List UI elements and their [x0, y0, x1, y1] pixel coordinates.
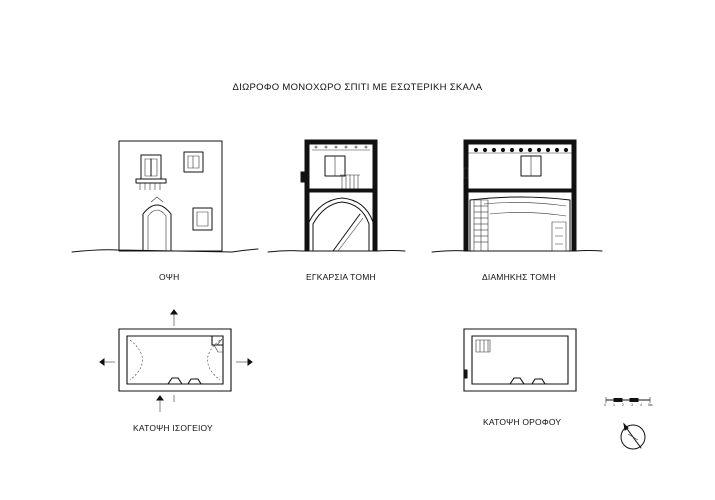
north-arrow-icon [621, 424, 645, 449]
cross-section-roof [305, 140, 377, 144]
ground-plan-label: ΚΑΤΟΨΗ ΙΣΟΓΕΙΟΥ [133, 423, 213, 433]
cross-section-left-wall [305, 140, 309, 251]
long-section-right-wall [572, 140, 576, 251]
long-section-drawing [432, 140, 602, 252]
upper-plan-inner-wall [472, 336, 568, 384]
upper-plan-label: ΚΑΤΟΨΗ ΟΡΟΦΟΥ [483, 417, 562, 427]
ground-plan-inner-wall [127, 336, 223, 384]
scale-bar-ticks: 0 1 2 3 4 5м [603, 403, 659, 411]
cross-section-railing [340, 175, 360, 189]
long-section-vault [470, 197, 570, 251]
cross-section-ground-line [268, 251, 405, 253]
scale-tick-2: 2 [622, 403, 624, 407]
cross-section-right-wall [373, 140, 377, 251]
long-section-roof [464, 140, 576, 144]
scale-tick-5: 5м [648, 403, 653, 407]
cross-section-label: ΕΓΚΑΡΣΙΑ ΤΟΜΗ [306, 272, 376, 282]
scale-bar [606, 397, 650, 403]
elevation-lower-window [193, 208, 212, 230]
ground-plan-vault-left [130, 340, 143, 380]
long-section-floor-slab [468, 189, 572, 192]
upper-plan-stair [476, 340, 490, 352]
long-section-beams [474, 148, 567, 151]
elevation-upper-right-window [184, 152, 203, 172]
cross-section-stair [333, 214, 360, 251]
ground-plan-outer-wall [119, 329, 231, 391]
ground-plan-door [168, 378, 182, 384]
ground-plan-vault-right [208, 340, 221, 380]
elevation-label: ΟΨΗ [159, 272, 180, 282]
upper-plan-window [510, 378, 524, 384]
long-section-label: ΔΙΑΜΗΚΗΣ ΤΟΜΗ [482, 272, 556, 282]
cross-section-arch [309, 198, 373, 251]
ground-plan-stair [212, 336, 223, 352]
scale-tick-4: 4 [640, 403, 642, 407]
long-section-left-wall [464, 140, 468, 251]
scale-tick-0: 0 [604, 403, 606, 407]
cross-section-floor-slab [309, 189, 373, 192]
scale-tick-1: 1 [613, 403, 615, 407]
elevation-balcony-slab [136, 179, 166, 183]
long-section-stair [474, 200, 488, 251]
elevation-drawing [72, 141, 258, 252]
section-arrow-icon [100, 310, 252, 412]
sheet-title: ΔΙΩΡΟΦΟ ΜΟΝΟΧΩΡΟ ΣΠΙΤΙ ΜΕ ΕΣΩΤΕΡΙΚΗ ΣΚΑΛ… [232, 82, 483, 93]
cross-section-drawing [268, 140, 405, 252]
upper-plan-outer-wall [464, 329, 576, 391]
scale-tick-3: 3 [631, 403, 633, 407]
ground-floor-plan [100, 310, 252, 412]
elevation-arched-door [143, 205, 171, 251]
long-section-ground-line [432, 251, 602, 253]
upper-floor-plan [464, 329, 576, 391]
